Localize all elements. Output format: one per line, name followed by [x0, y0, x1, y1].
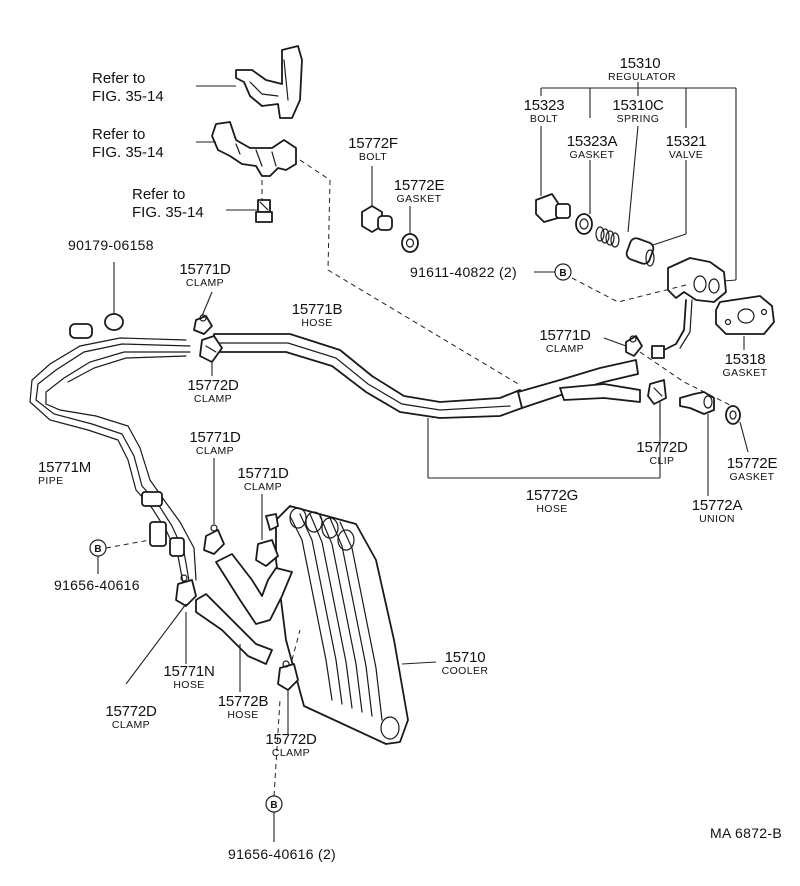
label-15772d-clip: 15772D CLIP [636, 439, 688, 467]
label-15772d-1: 15772D CLAMP [187, 377, 239, 405]
ref-note-line2: FIG. 35-14 [132, 204, 204, 221]
pipe-bundle [29, 323, 197, 589]
label-15771d-2: 15771D CLAMP [539, 327, 591, 355]
label-15772e-top: 15772E GASKET [393, 177, 445, 205]
label-15323a: 15323A GASKET [566, 133, 618, 161]
dash-bracket-hose [299, 159, 521, 386]
ref-badge-b-3: B [265, 795, 283, 813]
label-15310c: 15310C SPRING [612, 97, 664, 125]
clamp-15771d-4 [255, 513, 279, 567]
drawing-code: MA 6872-B [710, 825, 782, 841]
label-91656-b: 91656-40616 (2) [228, 846, 337, 862]
ref-note-line1: Refer to [132, 186, 186, 203]
hose-15772g [517, 359, 641, 409]
label-91611: 91611-40822 (2) [410, 264, 517, 280]
ref-note-3: Refer to FIG. 35-14 [132, 186, 204, 222]
union-15772a [679, 391, 715, 415]
clamp-15771d-3 [203, 524, 225, 555]
dash-badge-bottom [273, 699, 281, 797]
label-15771d-1: 15771D CLAMP [179, 261, 231, 289]
svg-text:B: B [559, 268, 566, 279]
ref-note-2: Refer to FIG. 35-14 [92, 126, 164, 162]
bolt-15772f [361, 205, 393, 233]
regulator-bolt [535, 193, 571, 223]
ref-note-line2: FIG. 35-14 [92, 144, 164, 161]
label-15310: 15310 REGULATOR [608, 55, 676, 83]
bracket-lower [211, 121, 297, 177]
label-15772b: 15772B HOSE [217, 693, 269, 721]
bracket-upper [235, 45, 303, 119]
ref-note-line1: Refer to [92, 70, 146, 87]
clamp-15771d-1 [193, 314, 213, 335]
hose-15771b [213, 333, 523, 419]
gasket-15772e-top [401, 233, 419, 253]
label-90179: 90179-06158 [68, 237, 154, 253]
leader-15772d-2 [125, 603, 187, 685]
regulator-gasket-plate [715, 295, 775, 335]
leader-15772e-right [739, 421, 749, 453]
hose-15772b [195, 593, 273, 665]
bolt-90179 [104, 313, 124, 331]
oil-cooler [275, 505, 409, 745]
hose-15771n [215, 553, 293, 625]
label-15323: 15323 BOLT [523, 97, 565, 125]
clamp-15772d-1 [199, 335, 223, 363]
label-15710: 15710 COOLER [441, 649, 489, 677]
label-15772e-right: 15772E GASKET [726, 455, 778, 483]
regulator-body [651, 257, 727, 359]
svg-text:B: B [270, 800, 277, 811]
label-15771m: 15771M PIPE [38, 459, 92, 487]
ref-note-line2: FIG. 35-14 [92, 88, 164, 105]
regulator-valve [625, 237, 655, 267]
clamp-15771d-2 [625, 335, 643, 357]
label-15772a: 15772A UNION [691, 497, 743, 525]
label-15321: 15321 VALVE [665, 133, 707, 161]
dash-badge-left [105, 539, 151, 549]
label-15771d-4: 15771D CLAMP [237, 465, 289, 493]
clamp-15772d-2 [175, 574, 197, 607]
leader-15771d-1 [201, 291, 213, 317]
ref-badge-b-1: B [554, 263, 572, 281]
label-15772d-2: 15772D CLAMP [105, 703, 157, 731]
label-91656-a: 91656-40616 [54, 577, 140, 593]
label-15771d-3: 15771D CLAMP [189, 429, 241, 457]
label-15771b: 15771B HOSE [291, 301, 343, 329]
regulator-group-leaders [540, 82, 737, 283]
label-15318: 15318 GASKET [722, 351, 768, 379]
label-15772g: 15772G HOSE [525, 487, 579, 515]
label-15771n: 15771N HOSE [163, 663, 215, 691]
ref-badge-b-2: B [89, 539, 107, 557]
regulator-gasket [575, 213, 593, 235]
dash-91611-regulator [571, 277, 691, 303]
leader-15771d-2 [603, 337, 627, 347]
small-bolt-ref [255, 199, 273, 223]
clamp-15772d-3 [277, 660, 299, 691]
clip-15772d [647, 379, 667, 405]
label-15772f: 15772F BOLT [348, 135, 398, 163]
leader-15710 [401, 661, 437, 665]
gasket-15772e-right [725, 405, 741, 425]
regulator-spring [595, 226, 620, 248]
svg-text:B: B [94, 544, 101, 555]
ref-note-line1: Refer to [92, 126, 146, 143]
label-15772d-3: 15772D CLAMP [265, 731, 317, 759]
ref-note-1: Refer to FIG. 35-14 [92, 70, 164, 106]
